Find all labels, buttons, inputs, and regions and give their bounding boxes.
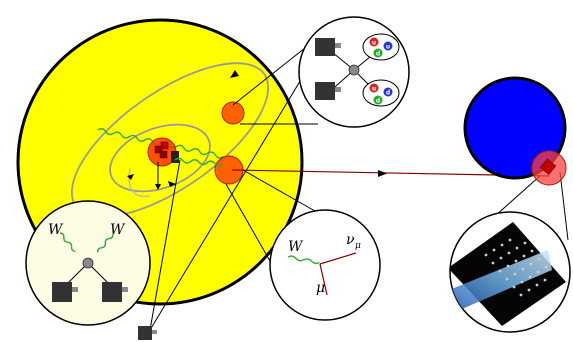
w-decay-inset: W ν μ μ bbox=[269, 209, 381, 321]
nu-label: ν bbox=[346, 232, 355, 248]
quark-label: d bbox=[376, 98, 380, 105]
w-label-decay: W bbox=[288, 239, 304, 255]
nu-subscript: μ bbox=[355, 241, 361, 251]
quark-label: u bbox=[386, 44, 390, 51]
cherenkov-beam bbox=[450, 250, 552, 312]
vertex-dot bbox=[348, 64, 360, 76]
orbit-arc bbox=[128, 167, 151, 198]
w-fusion-inset: W W bbox=[25, 200, 151, 326]
trajectory-line-low bbox=[149, 159, 181, 331]
zoom-line-a bbox=[232, 47, 306, 106]
atom-block-icon bbox=[52, 282, 78, 302]
nu-line bbox=[319, 252, 357, 265]
trajectory-line-up bbox=[149, 47, 321, 331]
quarks-top: u u d bbox=[369, 37, 393, 58]
detector-site-icon bbox=[539, 158, 557, 175]
nucleus-cluster-icon bbox=[154, 141, 179, 163]
atom-block-icon bbox=[138, 326, 157, 340]
w-label-left: W bbox=[48, 222, 64, 238]
detector-inset bbox=[449, 211, 571, 333]
vertex-dot bbox=[82, 257, 94, 269]
mu-line bbox=[319, 263, 328, 296]
orbit-arrow-3 bbox=[230, 70, 239, 78]
mu-label: μ bbox=[316, 280, 325, 296]
atom-block-icon bbox=[315, 38, 341, 56]
atom-block-icon bbox=[102, 282, 128, 302]
w-label-right: W bbox=[110, 222, 126, 238]
w-boson-wave-right bbox=[174, 157, 224, 167]
zoom-line-f bbox=[559, 171, 569, 241]
w-wave-decay bbox=[287, 255, 320, 265]
quark-label: u bbox=[372, 86, 376, 93]
quark-label: d bbox=[376, 51, 380, 58]
emission-arrow-head bbox=[155, 184, 161, 190]
quark-label: u bbox=[372, 40, 376, 47]
neutrino-arrow-head bbox=[378, 170, 387, 177]
orbit-arrow-1 bbox=[127, 174, 134, 180]
reaction-spot-upper bbox=[221, 101, 245, 125]
quarks-bottom: u d d bbox=[369, 83, 393, 105]
quark-inset: u u d u d d bbox=[298, 16, 410, 128]
detector-array-icon bbox=[484, 238, 548, 297]
quark-label: d bbox=[386, 90, 390, 97]
w-wave-right bbox=[96, 233, 114, 253]
zoom-line-d bbox=[242, 169, 323, 216]
atom-block-icon bbox=[315, 82, 341, 100]
w-wave-left bbox=[59, 232, 76, 253]
orbit-arrow-2 bbox=[168, 181, 176, 187]
